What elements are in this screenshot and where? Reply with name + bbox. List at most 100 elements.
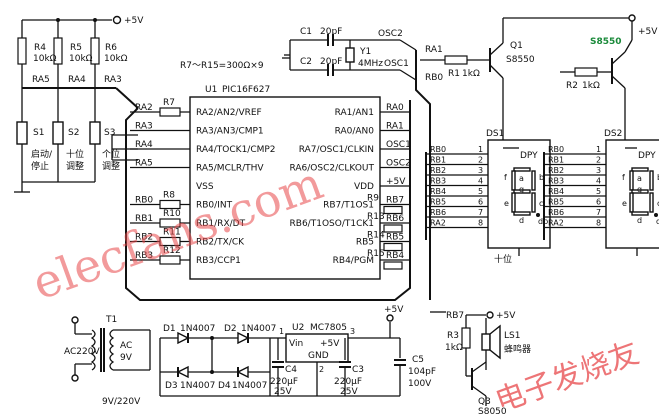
c1-value: 20pF <box>320 27 342 37</box>
mcu-left-pin: VSS <box>196 182 214 192</box>
resistor-left <box>159 107 181 117</box>
seg-pin: 3 <box>596 166 601 175</box>
r6-value: 10kΩ <box>104 54 128 64</box>
r1-ref: R1 <box>448 69 460 79</box>
d3-part: 1N4007 <box>180 381 215 391</box>
r2-ref: R2 <box>566 81 578 91</box>
resistor-left <box>159 218 181 228</box>
resistor-right <box>383 242 403 252</box>
mcu-right-pin: RA1/AN1 <box>335 108 374 118</box>
mcu-left-net: RA2 <box>135 103 153 113</box>
net-rb0-drv: RB0 <box>425 73 443 83</box>
seg-net: RA2 <box>548 219 564 228</box>
c4-ref: C4 <box>285 365 297 375</box>
y1-value: 4MHz <box>358 59 383 69</box>
ls1-ref: LS1 <box>504 331 520 341</box>
s2-ref: S2 <box>68 128 79 138</box>
mcu-right-net: RA1 <box>386 122 404 132</box>
mcu-right-pin: RA7/OSC1/CLKIN <box>299 145 374 155</box>
seg-net: RB1 <box>548 156 564 165</box>
net-ra5-top: RA5 <box>32 75 50 85</box>
mcu-right-res: R13 <box>367 212 385 222</box>
mcu-left-net: RA5 <box>135 159 153 169</box>
seg-pin: 7 <box>478 208 483 217</box>
decimal-point-icon <box>654 213 658 217</box>
segment-label: c <box>657 199 659 208</box>
seg-pin: 6 <box>596 198 601 207</box>
segment-label: g <box>519 185 524 194</box>
segment-label: dp <box>656 217 659 226</box>
vcc-label: +5V <box>124 16 144 26</box>
switch-s1-icon <box>16 121 28 145</box>
q2-part: S8550 <box>590 37 622 47</box>
mcu-left-res: R12 <box>163 246 181 256</box>
mcu-left-res: R11 <box>163 228 181 238</box>
seg-pin: 5 <box>596 187 601 196</box>
c2-ref: C2 <box>300 57 312 67</box>
s1-desc-2: 停止 <box>31 160 49 172</box>
mcu-left-net: RB1 <box>135 214 153 224</box>
mcu-left-pin: RA4/TOCK1/CMP2 <box>196 145 276 155</box>
resistor-left <box>159 255 181 265</box>
d1-part: 1N4007 <box>180 324 215 334</box>
mcu-right-res: R14 <box>367 231 385 241</box>
mcu-left-net: RA3 <box>135 122 153 132</box>
power-supply: AC220V T1 AC 9V 9V/220V D1 1N4007 D2 1N4… <box>64 305 436 407</box>
q1-part: S8550 <box>506 55 535 65</box>
segment-label: g <box>637 185 642 194</box>
c5-value-1: 104pF <box>408 367 436 377</box>
osc1-label: OSC1 <box>384 59 409 69</box>
mcu-right-net: RB7 <box>386 196 404 206</box>
mcu-right-pin: RA0/AN0 <box>335 127 375 137</box>
display-type: DPY <box>520 151 538 161</box>
u2-part: MC7805 <box>310 323 347 333</box>
seg-net: RB3 <box>430 177 446 186</box>
s1-desc-1: 启动/ <box>31 148 53 160</box>
s2-desc-1: 十位 <box>66 148 84 160</box>
display-ref: DS1 <box>486 129 504 139</box>
resistor-right <box>383 205 403 215</box>
crystal-y1-icon <box>345 47 355 63</box>
mcu-right-pin: VDD <box>354 182 374 192</box>
resistor-left <box>159 199 181 210</box>
seg-pin: 1 <box>596 145 601 154</box>
seg-net: RB5 <box>430 198 446 207</box>
d2-ref: D2 <box>224 324 237 334</box>
mcu-right-net: RB6 <box>386 214 404 224</box>
seg-net: RB2 <box>430 166 446 175</box>
seg-pin: 2 <box>596 156 601 165</box>
mcu-left-net: RA4 <box>135 140 153 150</box>
u2-ref: U2 <box>292 323 304 333</box>
mcu-left-pin: RA5/MCLR/THV <box>196 164 264 174</box>
mcu-right-res: R9 <box>367 194 379 204</box>
mcu-right-pin: RB5 <box>356 238 374 248</box>
mcu-left-net: RB0 <box>135 196 153 206</box>
buzzer-vcc: +5V <box>496 311 516 321</box>
segment-label: a <box>519 174 524 183</box>
mcu-right-res: R15 <box>367 249 385 259</box>
mcu-left-pin: RA3/AN3/CMP1 <box>196 127 264 137</box>
pullup-section: +5V R4 10kΩ R5 10kΩ R6 10kΩ RA5 RA4 RA3 <box>14 15 144 193</box>
resistor-r1 <box>444 55 468 65</box>
transformer-rating: 9V/220V <box>102 397 141 407</box>
u2-pin-3: 3 <box>350 327 355 336</box>
diode-d3-icon <box>176 365 189 379</box>
c3-value-2: 25V <box>340 387 358 397</box>
mcu-right-net: RB4 <box>386 251 404 261</box>
c2-value: 20pF <box>320 57 342 67</box>
d1-ref: D1 <box>163 324 176 334</box>
segment-label: d <box>519 216 524 225</box>
switch-s3-icon <box>89 121 101 145</box>
vout-label: +5V <box>384 305 404 315</box>
resistor-right <box>383 224 403 233</box>
c3-ref: C3 <box>352 365 364 375</box>
y1-ref: Y1 <box>359 47 371 57</box>
transformer-sec-2: 9V <box>120 353 133 363</box>
seg-net: RB0 <box>548 145 564 154</box>
r1-value: 1kΩ <box>462 69 480 79</box>
mcu-left-res: R7 <box>163 98 175 108</box>
mcu-right-net: OSC2 <box>386 159 411 169</box>
seg-net: RB4 <box>430 187 446 196</box>
